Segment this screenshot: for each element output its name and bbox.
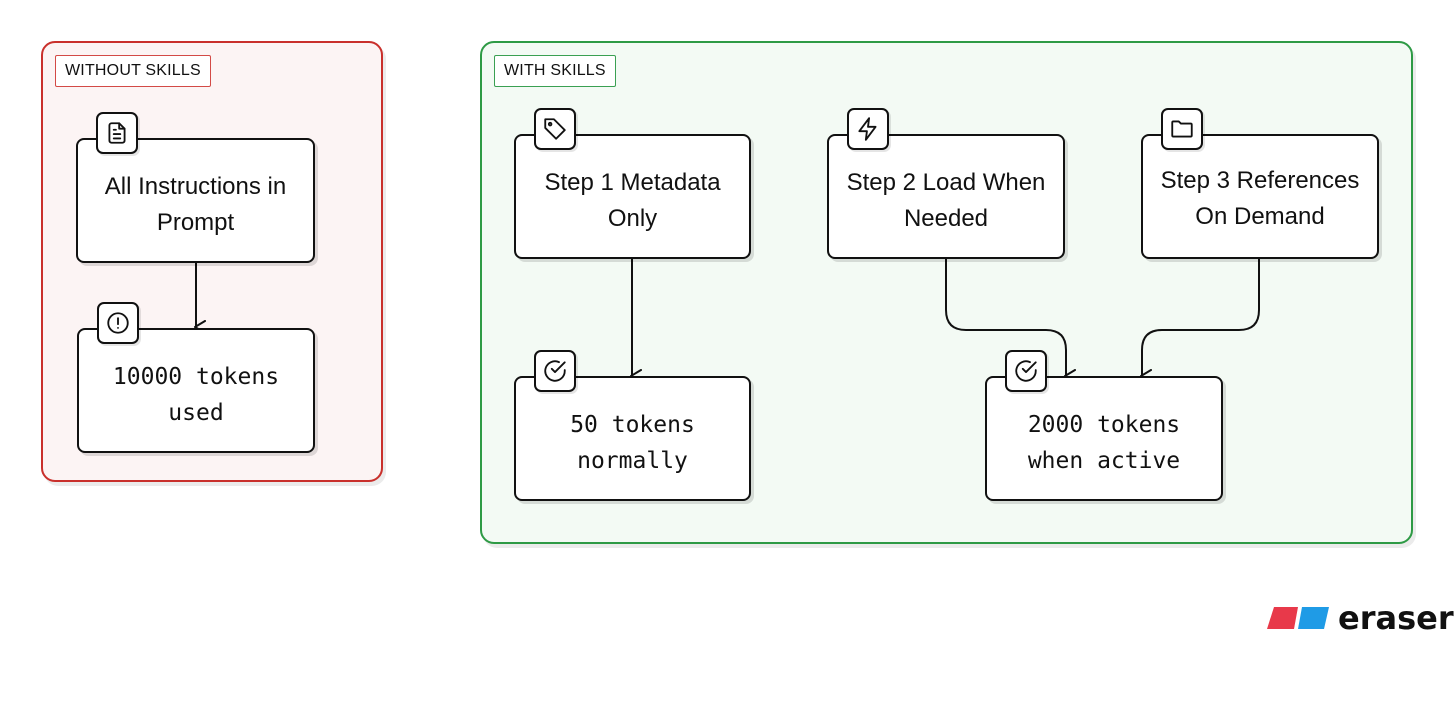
node-50-tokens-label: 50 tokens normally: [570, 411, 695, 474]
eraser-logo-text: eraser: [1338, 599, 1454, 637]
alert-circle-icon: [97, 302, 139, 344]
node-step3[interactable]: Step 3 References On Demand: [1141, 134, 1379, 259]
eraser-logo-mark: [1267, 607, 1329, 629]
check-circle-icon: [1005, 350, 1047, 392]
folder-icon: [1161, 108, 1203, 150]
node-50-tokens[interactable]: 50 tokens normally: [514, 376, 751, 501]
node-2000-tokens[interactable]: 2000 tokens when active: [985, 376, 1223, 501]
node-all-instructions[interactable]: All Instructions in Prompt: [76, 138, 315, 263]
node-step2[interactable]: Step 2 Load When Needed: [827, 134, 1065, 259]
node-10000-tokens-label: 10000 tokens used: [112, 363, 280, 426]
node-10000-tokens[interactable]: 10000 tokens used: [77, 328, 315, 453]
node-step1[interactable]: Step 1 Metadata Only: [514, 134, 751, 259]
node-2000-tokens-label: 2000 tokens when active: [1027, 411, 1181, 474]
eraser-logo: eraser: [1266, 598, 1454, 638]
check-circle-icon: [534, 350, 576, 392]
node-step1-label: Step 1 Metadata Only: [544, 168, 721, 232]
tag-icon: [534, 108, 576, 150]
node-step3-label: Step 3 References On Demand: [1160, 166, 1360, 230]
node-step2-label: Step 2 Load When Needed: [846, 168, 1046, 232]
without-skills-label: WITHOUT SKILLS: [55, 55, 211, 87]
document-icon: [96, 112, 138, 154]
node-all-instructions-label: All Instructions in Prompt: [104, 172, 287, 236]
lightning-icon: [847, 108, 889, 150]
with-skills-label: WITH SKILLS: [494, 55, 616, 87]
